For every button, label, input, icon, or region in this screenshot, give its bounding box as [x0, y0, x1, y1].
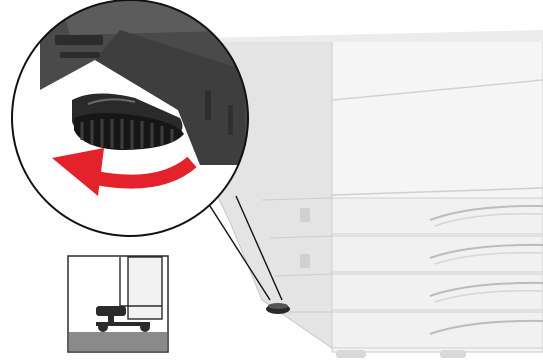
- printer-top-edge: [205, 30, 543, 42]
- paper-tray-4: [332, 312, 543, 348]
- inset-detail-box: [68, 256, 168, 352]
- printer-body: [205, 30, 543, 358]
- side-handle-1: [300, 208, 310, 222]
- paper-tray-1: [332, 198, 543, 234]
- inset-printer-panel: [128, 257, 162, 319]
- paper-tray-3: [332, 274, 543, 310]
- side-handle-2: [300, 254, 310, 268]
- inset-floor: [69, 332, 167, 351]
- paper-tray-2: [332, 236, 543, 272]
